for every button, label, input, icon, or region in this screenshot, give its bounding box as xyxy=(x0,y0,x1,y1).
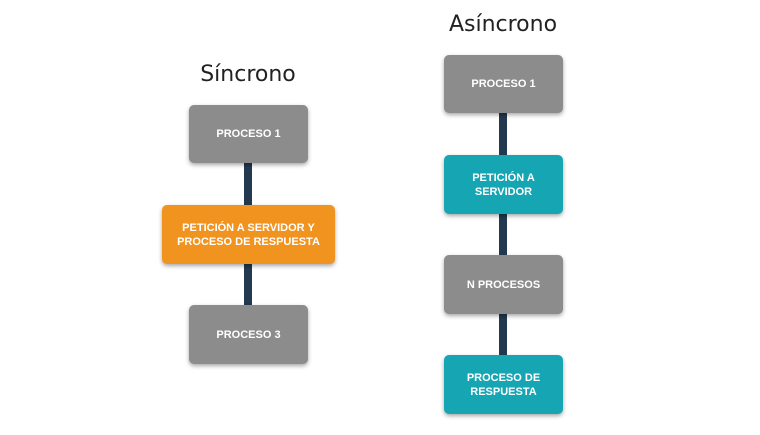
sync-step-proceso-3: PROCESO 3 xyxy=(189,305,308,364)
sync-step-peticion-servidor: PETICIÓN A SERVIDOR Y PROCESO DE RESPUES… xyxy=(162,205,335,264)
async-connector xyxy=(499,108,507,366)
async-step-n-procesos: N PROCESOS xyxy=(444,255,563,314)
async-step-proceso-1: PROCESO 1 xyxy=(444,55,563,113)
sync-title: Síncrono xyxy=(200,62,296,87)
async-step-proceso-respuesta: PROCESO DE RESPUESTA xyxy=(444,355,563,414)
async-step-peticion-servidor: PETICIÓN A SERVIDOR xyxy=(444,155,563,214)
sync-step-proceso-1: PROCESO 1 xyxy=(189,105,308,163)
async-title: Asíncrono xyxy=(448,12,558,37)
